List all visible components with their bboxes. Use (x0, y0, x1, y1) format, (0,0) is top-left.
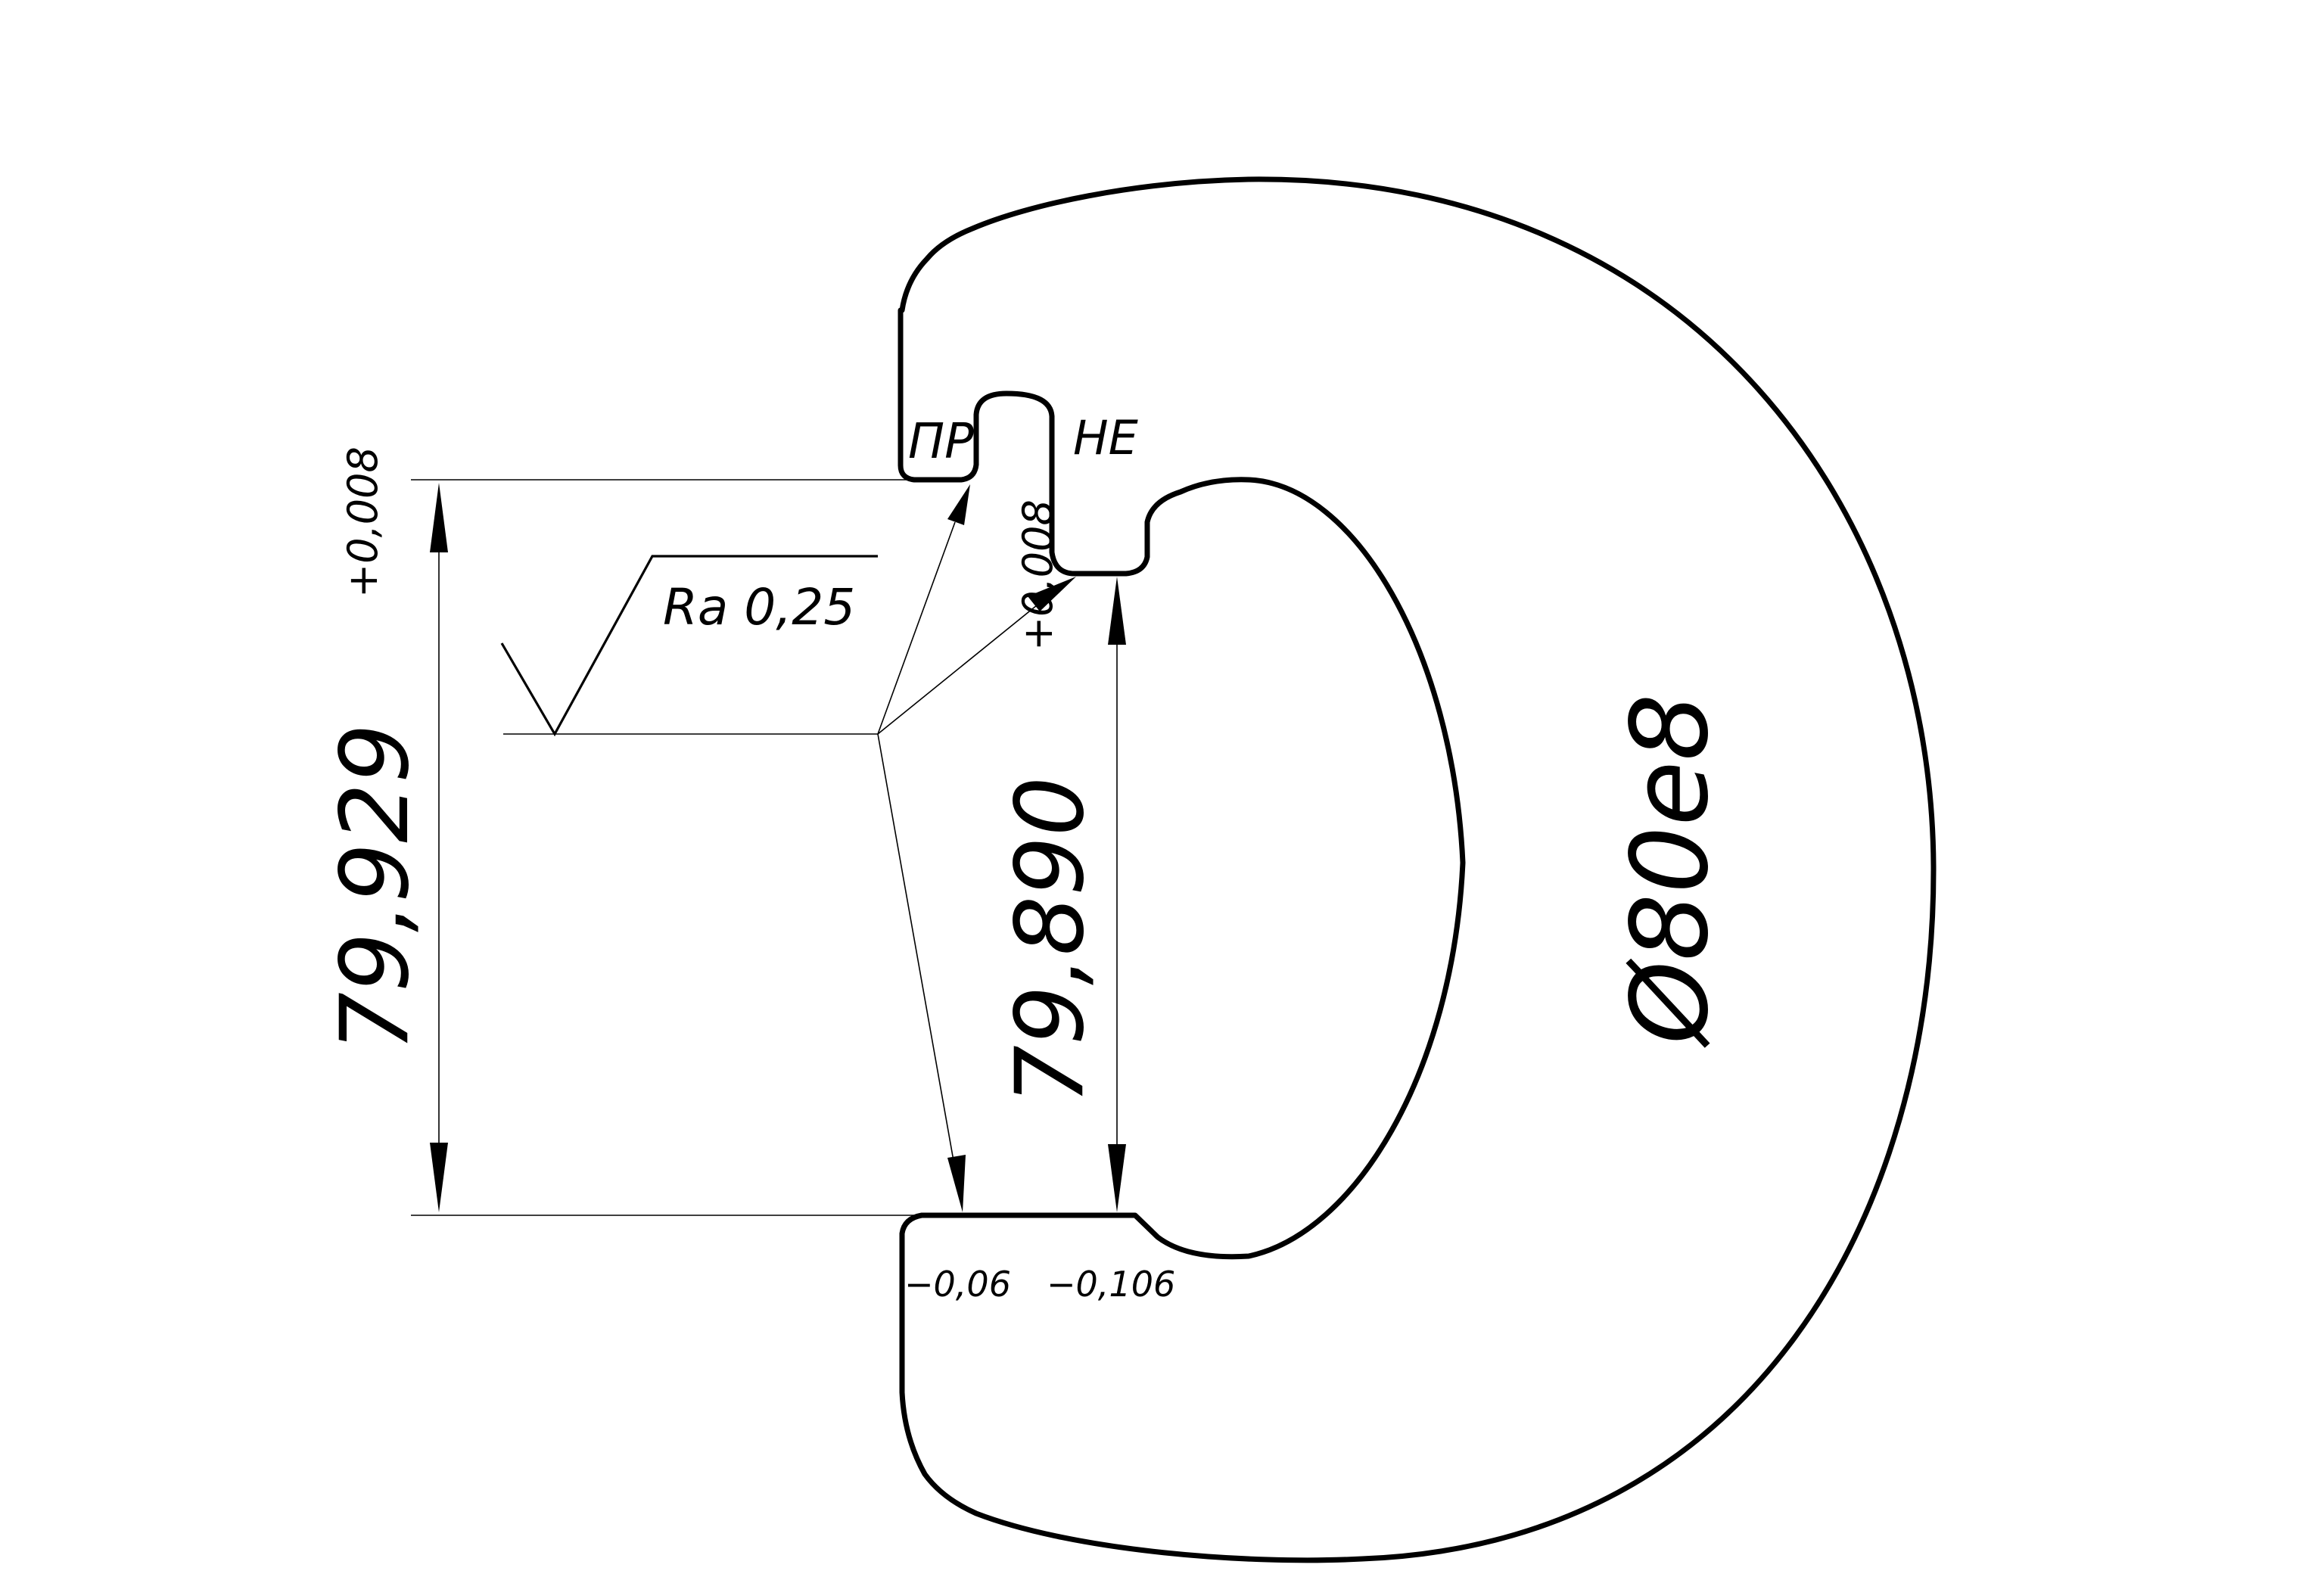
nogo-tolerance-upper: +0,008 (1014, 499, 1062, 651)
dimension-arrow-go-top (430, 483, 448, 552)
dimension-arrow-go-bottom (430, 1143, 448, 1212)
roughness-label: Ra 0,25 (663, 578, 855, 636)
leader-arrow-upper-go (947, 484, 970, 525)
dimension-arrow-nogo-top (1108, 577, 1126, 645)
leader-arrow-nogo (1028, 577, 1076, 611)
nogo-label: НЕ (1073, 410, 1139, 465)
go-nominal-dimension: 79,929 (321, 723, 430, 1052)
roughness-symbol-icon (500, 555, 878, 737)
leader-line-nogo (877, 605, 1038, 735)
leader-line-upper-go (877, 521, 956, 735)
nogo-tolerance-lower: −0,106 (1047, 1264, 1175, 1305)
leader-arrow-lower-go (947, 1155, 966, 1212)
nogo-nominal-dimension: 79,890 (996, 776, 1105, 1105)
leader-line-lower-go (877, 733, 956, 1170)
go-tolerance-upper: +0,008 (339, 446, 387, 598)
go-label: ПР (908, 414, 974, 470)
gauge-designation: Ø80e8 (1609, 693, 1732, 1048)
dimension-arrow-nogo-bottom (1108, 1144, 1126, 1212)
go-tolerance-lower: −0,06 (904, 1264, 1011, 1305)
gauge-outline (898, 176, 1937, 1563)
